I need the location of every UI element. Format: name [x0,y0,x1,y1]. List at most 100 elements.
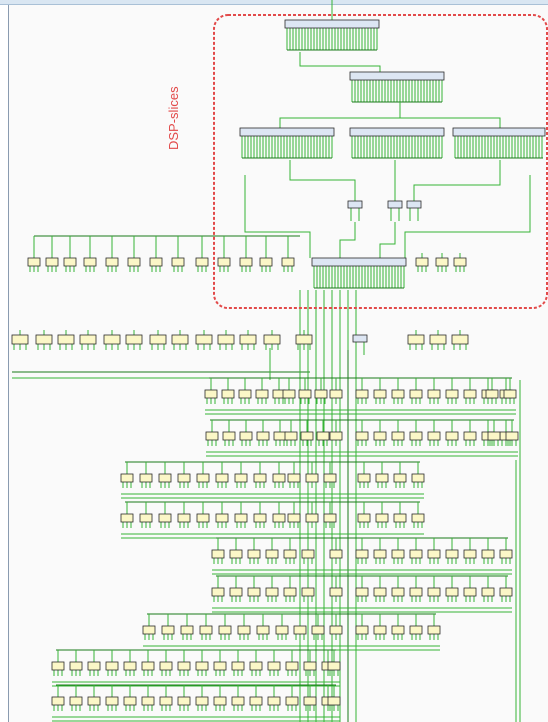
logic-cell[interactable] [268,697,280,705]
logic-cell[interactable] [301,432,313,440]
logic-cell[interactable] [273,474,285,482]
logic-cell[interactable] [197,474,209,482]
logic-cell[interactable] [376,474,388,482]
dsp-slice-block[interactable] [388,201,402,208]
logic-cell[interactable] [328,697,340,705]
logic-cell[interactable] [257,432,269,440]
logic-cell[interactable] [299,390,311,398]
logic-cell[interactable] [232,662,244,670]
logic-cell[interactable] [436,258,448,266]
logic-cell[interactable] [392,588,404,596]
logic-cell[interactable] [12,335,28,344]
logic-cell[interactable] [374,550,386,558]
logic-cell[interactable] [410,550,422,558]
logic-cell[interactable] [330,588,342,596]
logic-cell[interactable] [124,662,136,670]
logic-cell[interactable] [235,514,247,522]
logic-cell[interactable] [128,258,140,266]
logic-cell[interactable] [172,335,188,344]
logic-cell[interactable] [106,662,118,670]
logic-cell[interactable] [143,626,155,634]
logic-cell[interactable] [330,390,342,398]
logic-cell[interactable] [446,390,458,398]
logic-cell[interactable] [178,474,190,482]
logic-cell[interactable] [121,514,133,522]
logic-cell[interactable] [428,588,440,596]
logic-cell[interactable] [106,697,118,705]
logic-cell[interactable] [306,474,318,482]
logic-cell[interactable] [273,514,285,522]
logic-cell[interactable] [358,514,370,522]
logic-cell[interactable] [84,258,96,266]
dsp-slice-block[interactable] [350,72,444,80]
dsp-slice-block[interactable] [285,20,379,28]
logic-cell[interactable] [282,258,294,266]
logic-cell[interactable] [196,697,208,705]
logic-cell[interactable] [160,697,172,705]
logic-cell[interactable] [358,474,370,482]
logic-cell[interactable] [392,432,404,440]
logic-cell[interactable] [330,626,342,634]
logic-cell[interactable] [328,662,340,670]
logic-cell[interactable] [222,390,234,398]
logic-cell[interactable] [288,514,300,522]
logic-cell[interactable] [248,550,260,558]
logic-cell[interactable] [205,390,217,398]
logic-cell[interactable] [70,662,82,670]
logic-cell[interactable] [283,390,295,398]
logic-cell[interactable] [162,626,174,634]
logic-cell[interactable] [394,474,406,482]
logic-cell[interactable] [197,514,209,522]
logic-cell[interactable] [250,697,262,705]
logic-cell[interactable] [196,662,208,670]
logic-cell[interactable] [306,514,318,522]
logic-cell[interactable] [286,662,298,670]
logic-cell[interactable] [52,662,64,670]
logic-cell[interactable] [416,258,428,266]
logic-cell[interactable] [294,626,306,634]
logic-cell[interactable] [284,550,296,558]
logic-cell[interactable] [46,258,58,266]
logic-cell[interactable] [248,588,260,596]
logic-cell[interactable] [212,588,224,596]
logic-cell[interactable] [428,550,440,558]
logic-cell[interactable] [214,662,226,670]
logic-cell[interactable] [324,474,336,482]
logic-cell[interactable] [412,474,424,482]
logic-cell[interactable] [285,432,297,440]
logic-cell[interactable] [410,588,422,596]
logic-cell[interactable] [500,588,512,596]
logic-cell[interactable] [430,335,446,344]
logic-cell[interactable] [284,588,296,596]
logic-cell[interactable] [302,588,314,596]
logic-cell[interactable] [140,474,152,482]
logic-cell[interactable] [150,335,166,344]
logic-cell[interactable] [250,662,262,670]
logic-cell[interactable] [356,390,368,398]
logic-cell[interactable] [88,697,100,705]
dsp-slice-block[interactable] [407,201,421,208]
logic-cell[interactable] [464,588,476,596]
logic-cell[interactable] [486,390,498,398]
logic-cell[interactable] [410,390,422,398]
dsp-slice-block[interactable] [348,201,362,208]
logic-cell[interactable] [196,258,208,266]
logic-cell[interactable] [482,550,494,558]
logic-cell[interactable] [356,588,368,596]
logic-cell[interactable] [330,550,342,558]
logic-cell[interactable] [464,432,476,440]
logic-cell[interactable] [160,662,172,670]
logic-cell[interactable] [218,258,230,266]
logic-cell[interactable] [356,550,368,558]
logic-cell[interactable] [140,514,152,522]
logic-cell[interactable] [150,258,162,266]
logic-cell[interactable] [223,432,235,440]
logic-cell[interactable] [452,335,468,344]
logic-cell[interactable] [240,335,256,344]
logic-cell[interactable] [28,258,40,266]
logic-cell[interactable] [178,662,190,670]
logic-cell[interactable] [410,432,422,440]
logic-cell[interactable] [428,390,440,398]
logic-cell[interactable] [178,514,190,522]
logic-cell[interactable] [302,550,314,558]
